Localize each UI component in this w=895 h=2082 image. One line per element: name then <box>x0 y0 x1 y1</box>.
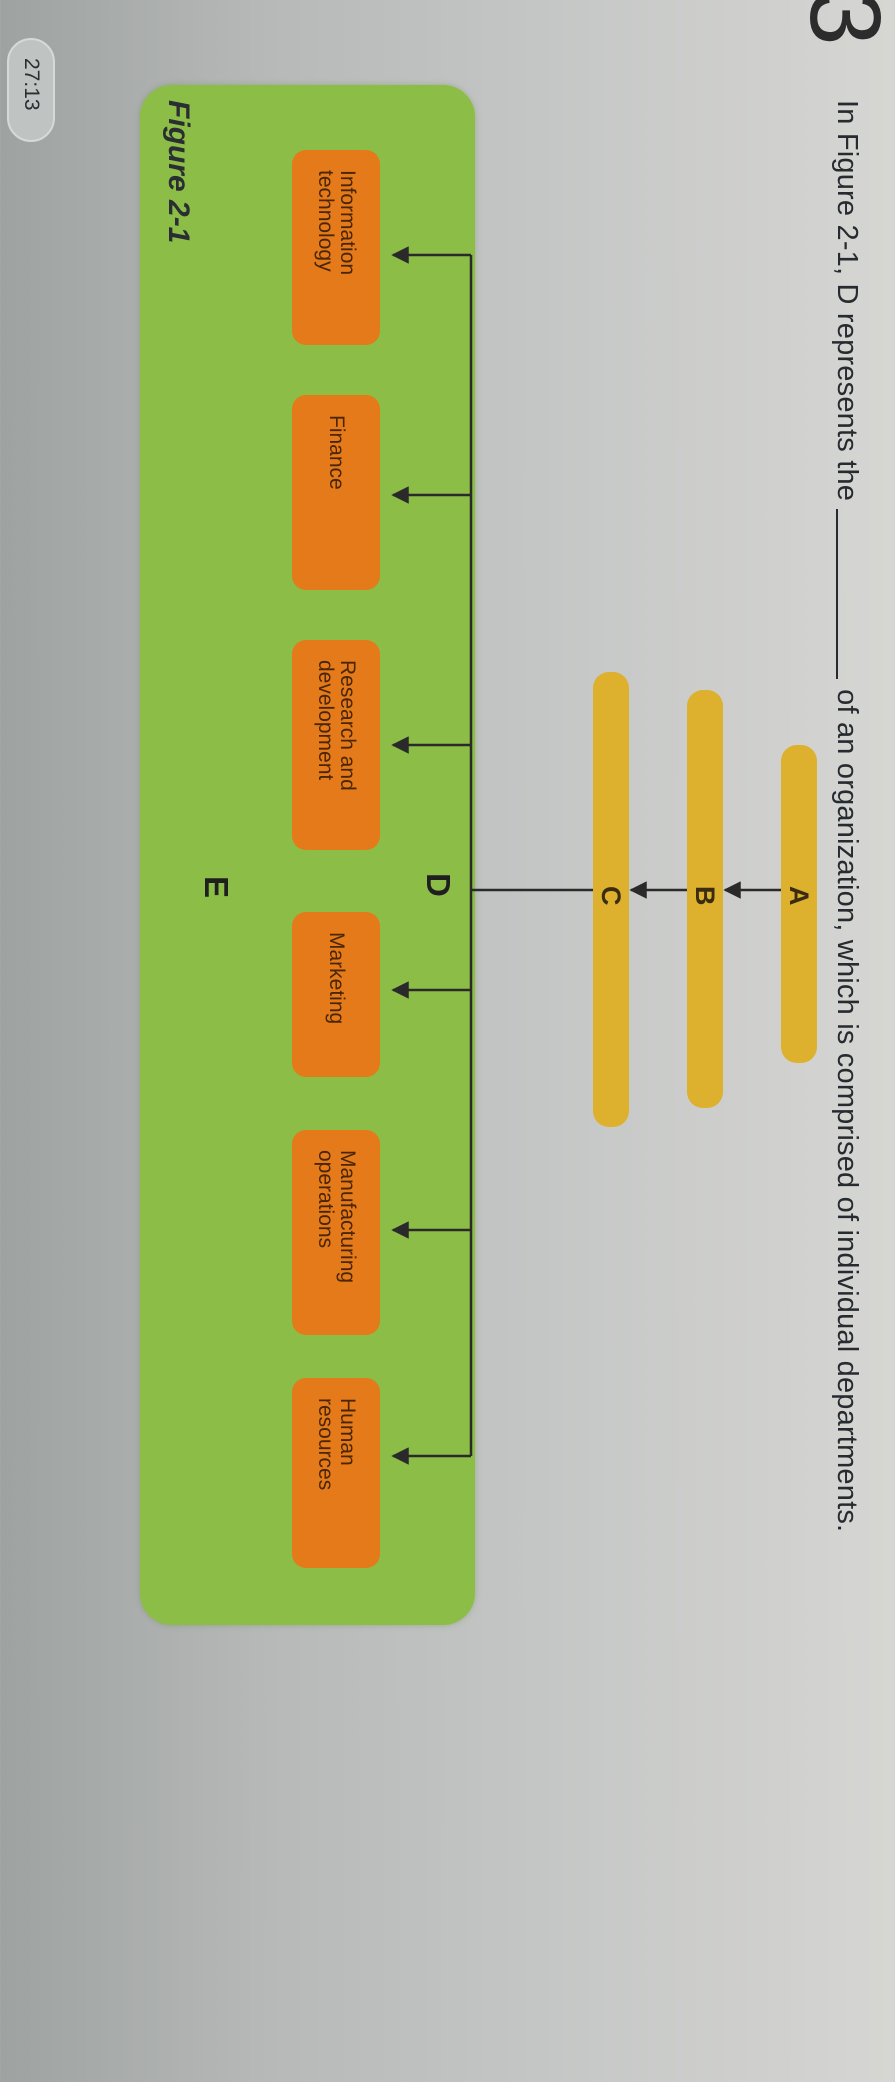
department-label-line: Human <box>336 1398 359 1466</box>
department-label-line: Research and <box>336 660 359 791</box>
department-label-line: Finance <box>325 415 348 490</box>
figure-caption: Figure 2-1 <box>162 100 195 244</box>
department-marketing: Marketing <box>292 912 380 1077</box>
department-label-line: Manufacturing <box>336 1150 359 1284</box>
department-information-technology: Information technology <box>292 150 380 345</box>
department-finance: Finance <box>292 395 380 590</box>
department-label-line: Information <box>336 170 359 276</box>
department-manufacturing-operations: Manufacturing operations <box>292 1130 380 1335</box>
department-human-resources: Human resources <box>292 1378 380 1568</box>
department-label-line: development <box>314 660 337 781</box>
department-label-line: Marketing <box>325 932 348 1025</box>
department-label-line: resources <box>314 1398 337 1491</box>
department-label-line: technology <box>314 170 337 272</box>
department-research-development: Research and development <box>292 640 380 850</box>
department-label-line: operations <box>314 1150 337 1249</box>
